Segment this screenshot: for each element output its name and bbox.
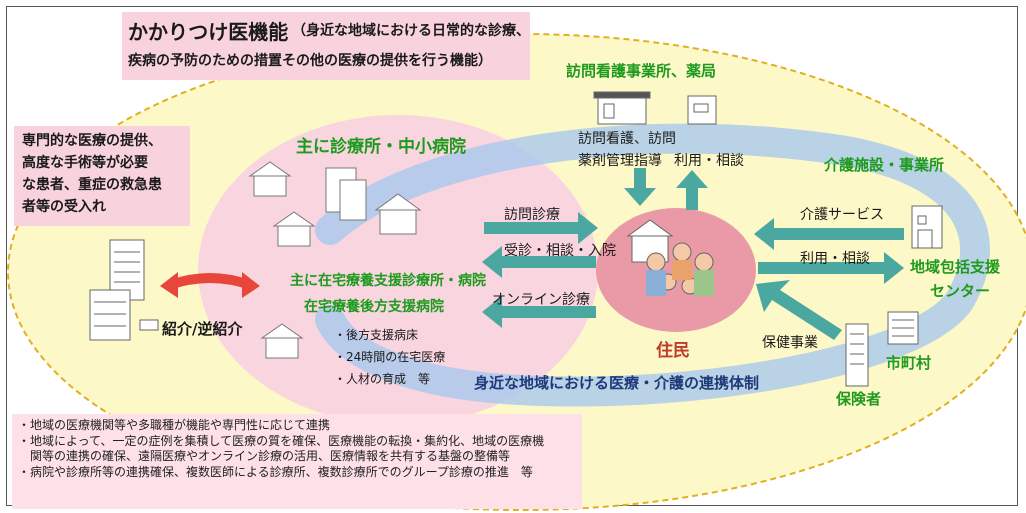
advanced-care-line-4: 者等の受入れ bbox=[22, 199, 106, 215]
arrow-visit-down bbox=[624, 168, 656, 206]
resident-label: 住民 bbox=[656, 341, 690, 361]
advanced-care-line-3: な患者、重症の救急患 bbox=[22, 177, 162, 193]
municipality-label: 市町村 bbox=[886, 354, 932, 372]
center-title-1: 地域包括支援 bbox=[910, 258, 1001, 276]
pharmacy-icon bbox=[687, 95, 717, 125]
clinic-icon bbox=[248, 161, 422, 359]
note-line: 関等の連携の確保、遠隔医療やオンライン診療の活用、医療情報を共有する基盤の整備等 bbox=[18, 449, 511, 463]
arrow-online bbox=[482, 296, 596, 328]
care-service-label: 介護サービス bbox=[800, 207, 884, 223]
header-box bbox=[122, 12, 530, 80]
home-care-bullet-1: ・後方支援病床 bbox=[334, 328, 419, 342]
home-visit-label: 訪問診療 bbox=[504, 207, 560, 223]
advanced-care-line-2: 高度な手術等が必要 bbox=[22, 155, 148, 171]
visiting-label-1: 訪問看護、訪問 bbox=[578, 131, 676, 147]
arrow-visit-up bbox=[676, 170, 708, 210]
insurer-label: 保険者 bbox=[836, 390, 882, 408]
insurer-building-icon bbox=[845, 323, 869, 387]
home-care-title-1: 主に在宅療養支援診療所・病院 bbox=[290, 273, 486, 289]
arrow-home-visit bbox=[484, 212, 598, 244]
home-care-bullet-3: ・人材の育成 等 bbox=[334, 372, 431, 386]
center-title-2: センター bbox=[930, 282, 991, 300]
note-line: ・病院や診療所等の連携確保、複数医師による診療所、複数診療所でのグループ診療の推… bbox=[18, 464, 533, 479]
note-line: ・地域によって、一定の症例を集積して医療の質を確保、医療機能の転換・集約化、地域… bbox=[18, 433, 545, 448]
care-facility-icon bbox=[911, 205, 943, 249]
visiting-title: 訪問看護事業所、薬局 bbox=[566, 62, 717, 80]
referral-arrow bbox=[160, 272, 260, 298]
cooperation-band bbox=[315, 123, 990, 407]
home-care-title-2: 在宅療養後方支援病院 bbox=[304, 299, 444, 315]
referral-label: 紹介/逆紹介 bbox=[162, 320, 243, 338]
family-icon bbox=[626, 219, 714, 296]
note-line: ・地域の医療機関等や多職種が機能や専門性に応じて連携 bbox=[18, 418, 331, 432]
use-consult-label: 利用・相談 bbox=[800, 251, 870, 267]
page-title: かかりつけ医機能 bbox=[128, 20, 289, 44]
advanced-care-box bbox=[14, 126, 190, 226]
arrow-care-service bbox=[754, 218, 904, 250]
title-desc-2: 疾病の予防のための措置その他の医療の提供を行う機能） bbox=[128, 53, 492, 69]
consult-label: 受診・相談・入院 bbox=[504, 243, 616, 259]
online-label: オンライン診療 bbox=[492, 292, 590, 308]
advanced-care-line-1: 専門的な医療の提供、 bbox=[22, 133, 162, 149]
visiting-label-3: 利用・相談 bbox=[674, 153, 744, 169]
visiting-nurse-icon bbox=[593, 91, 651, 125]
care-facility-title: 介護施設・事業所 bbox=[824, 156, 945, 174]
arrow-health-service bbox=[756, 280, 842, 340]
title-desc-1: （身近な地域における日常的な診療、 bbox=[292, 23, 530, 39]
health-service-label: 保健事業 bbox=[762, 335, 818, 351]
hospital-icon bbox=[89, 239, 159, 341]
arrow-consult bbox=[482, 246, 596, 278]
arrow-use-consult bbox=[758, 252, 904, 284]
notes-box: ・地域の医療機関等や多職種が機能や専門性に応じて連携 ・地域によって、一定の症例… bbox=[12, 414, 582, 509]
city-office-icon bbox=[887, 311, 919, 345]
clinics-title: 主に診療所・中小病院 bbox=[296, 137, 466, 157]
cooperation-banner: 身近な地域における医療・介護の連携体制 bbox=[474, 374, 760, 392]
visiting-label-2: 薬剤管理指導 bbox=[578, 153, 662, 169]
home-care-bullet-2: ・24時間の在宅医療 bbox=[334, 350, 446, 364]
